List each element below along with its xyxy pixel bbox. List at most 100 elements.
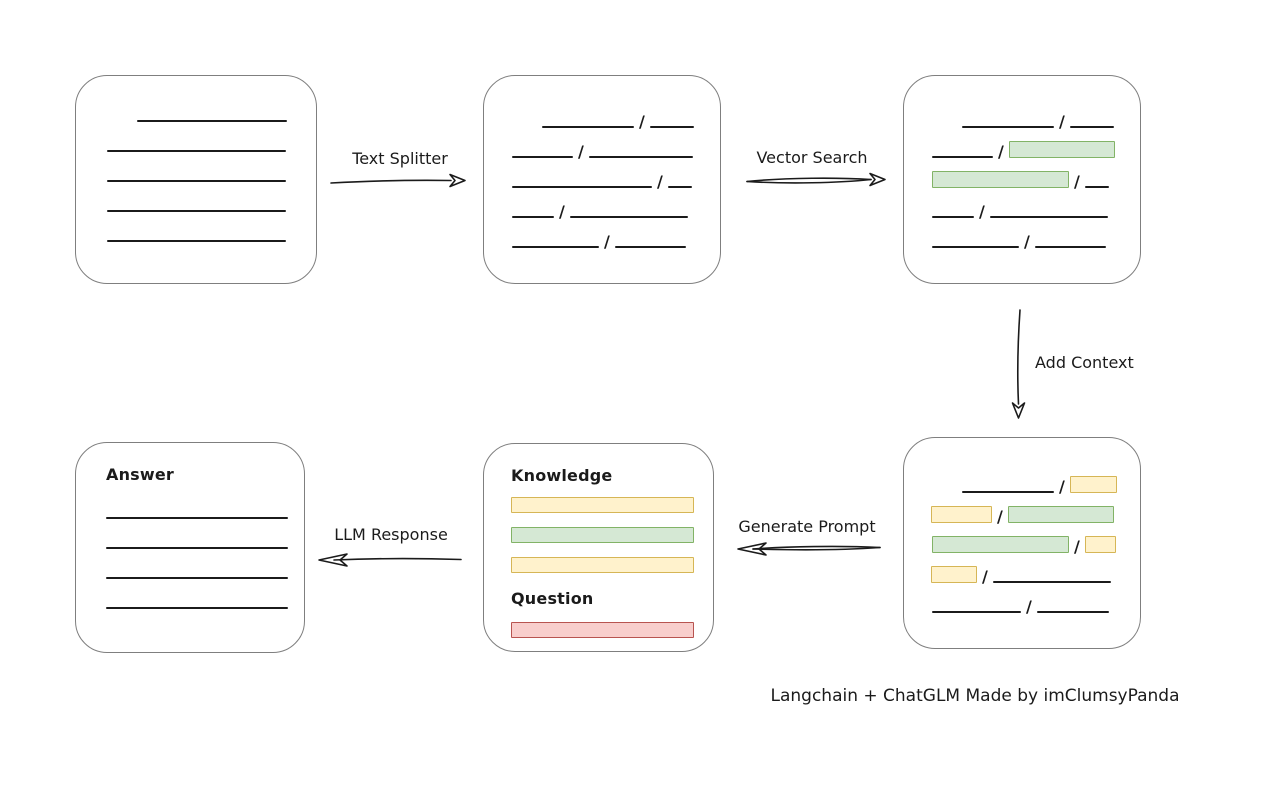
green-highlight-chunk [932,171,1069,188]
text-line [962,491,1054,493]
knowledge-bars [511,497,713,573]
chunk-row: / [512,98,720,131]
chunk-row: / [512,128,720,161]
chunk-separator-slash: / [1074,172,1080,191]
text-line [512,156,573,158]
chunk-row [106,489,304,519]
chunk-separator-slash: / [657,172,663,191]
chunk-row: / [932,98,1140,131]
chunk-separator-slash: / [979,202,985,221]
yellow-chunk-bar [511,497,694,513]
chunk-separator-slash: / [1024,232,1030,251]
red-chunk-bar [511,622,694,638]
document-box [75,75,317,284]
text-line [512,186,652,188]
chunk-row: / [512,188,720,221]
text-line [1036,611,1109,613]
chunk-row: / [932,128,1140,161]
text-line [649,126,694,128]
text-line [932,611,1021,613]
chunk-row: / [931,553,1140,586]
chunk-row: / [512,158,720,191]
text-line [932,216,974,218]
chunk-row [107,92,316,122]
question-label: Question [511,589,594,608]
llm-response-arrow-icon [318,553,462,567]
text-line [512,246,599,248]
text-line [107,210,286,212]
text-line [588,156,693,158]
text-line [667,186,692,188]
text-line [106,517,288,519]
text-line [107,180,286,182]
text-line [992,581,1111,583]
chunk-row: / [512,218,720,251]
chunk-row [106,549,304,579]
yellow-highlight-chunk [1069,476,1117,493]
chunk-row [107,152,316,182]
chunk-separator-slash: / [1059,112,1065,131]
split-chunks-box: / / / / / [483,75,721,284]
matched-chunk-lines: / / / / / [904,76,1140,251]
text-line [512,216,554,218]
chunk-separator-slash: / [604,232,610,251]
green-highlight-chunk [1008,141,1115,158]
text-line [989,216,1108,218]
chunk-row: / [931,523,1140,556]
chunk-row: / [932,218,1140,251]
answer-lines [76,484,304,609]
text-line [107,150,286,152]
matched-chunks-box: / / / / / [903,75,1141,284]
add-context-arrow-icon [1011,309,1026,419]
chunk-row: / [931,493,1140,526]
chunk-lines: / / / / / [484,76,720,251]
chunk-separator-slash: / [997,507,1003,526]
chunk-row [107,122,316,152]
text-line [106,577,288,579]
chunk-row: / [932,188,1140,221]
text-splitter-arrow-icon [330,173,466,188]
generate-prompt-label: Generate Prompt [738,517,876,536]
credit-caption: Langchain + ChatGLM Made by imClumsyPand… [770,686,1180,706]
vector-search-label: Vector Search [756,148,868,167]
context-chunks-box: ///// [903,437,1141,649]
knowledge-label: Knowledge [511,466,613,485]
text-line [1084,186,1109,188]
yellow-chunk-bar [511,557,694,573]
yellow-highlight-chunk [1084,536,1116,553]
chunk-row [107,182,316,212]
text-splitter-label: Text Splitter [352,149,448,168]
text-line [106,607,288,609]
document-lines [76,76,316,242]
green-chunk-bar [511,527,694,543]
text-line [542,126,634,128]
yellow-highlight-chunk [931,566,977,583]
chunk-row [106,579,304,609]
text-line [107,240,286,242]
chunk-separator-slash: / [1074,537,1080,556]
text-line [962,126,1054,128]
chunk-separator-slash: / [578,142,584,161]
chunk-row [106,519,304,549]
text-line [569,216,688,218]
chunk-separator-slash: / [998,142,1004,161]
generate-prompt-arrow-icon [737,542,881,556]
green-highlight-chunk [932,536,1069,553]
add-context-label: Add Context [1035,353,1134,372]
text-line [932,156,993,158]
vector-search-arrow-icon [746,172,886,187]
text-line [932,246,1019,248]
llm-response-label: LLM Response [334,525,448,544]
prompt-box: Knowledge Question [483,443,714,652]
chunk-row: / [932,158,1140,191]
text-line [1034,246,1106,248]
chunk-separator-slash: / [982,567,988,586]
answer-box: Answer [75,442,305,653]
chunk-separator-slash: / [559,202,565,221]
chunk-row [107,212,316,242]
context-chunk-lines: ///// [904,438,1140,615]
question-bars [511,622,713,638]
chunk-separator-slash: / [1059,477,1065,496]
chunk-separator-slash: / [639,112,645,131]
